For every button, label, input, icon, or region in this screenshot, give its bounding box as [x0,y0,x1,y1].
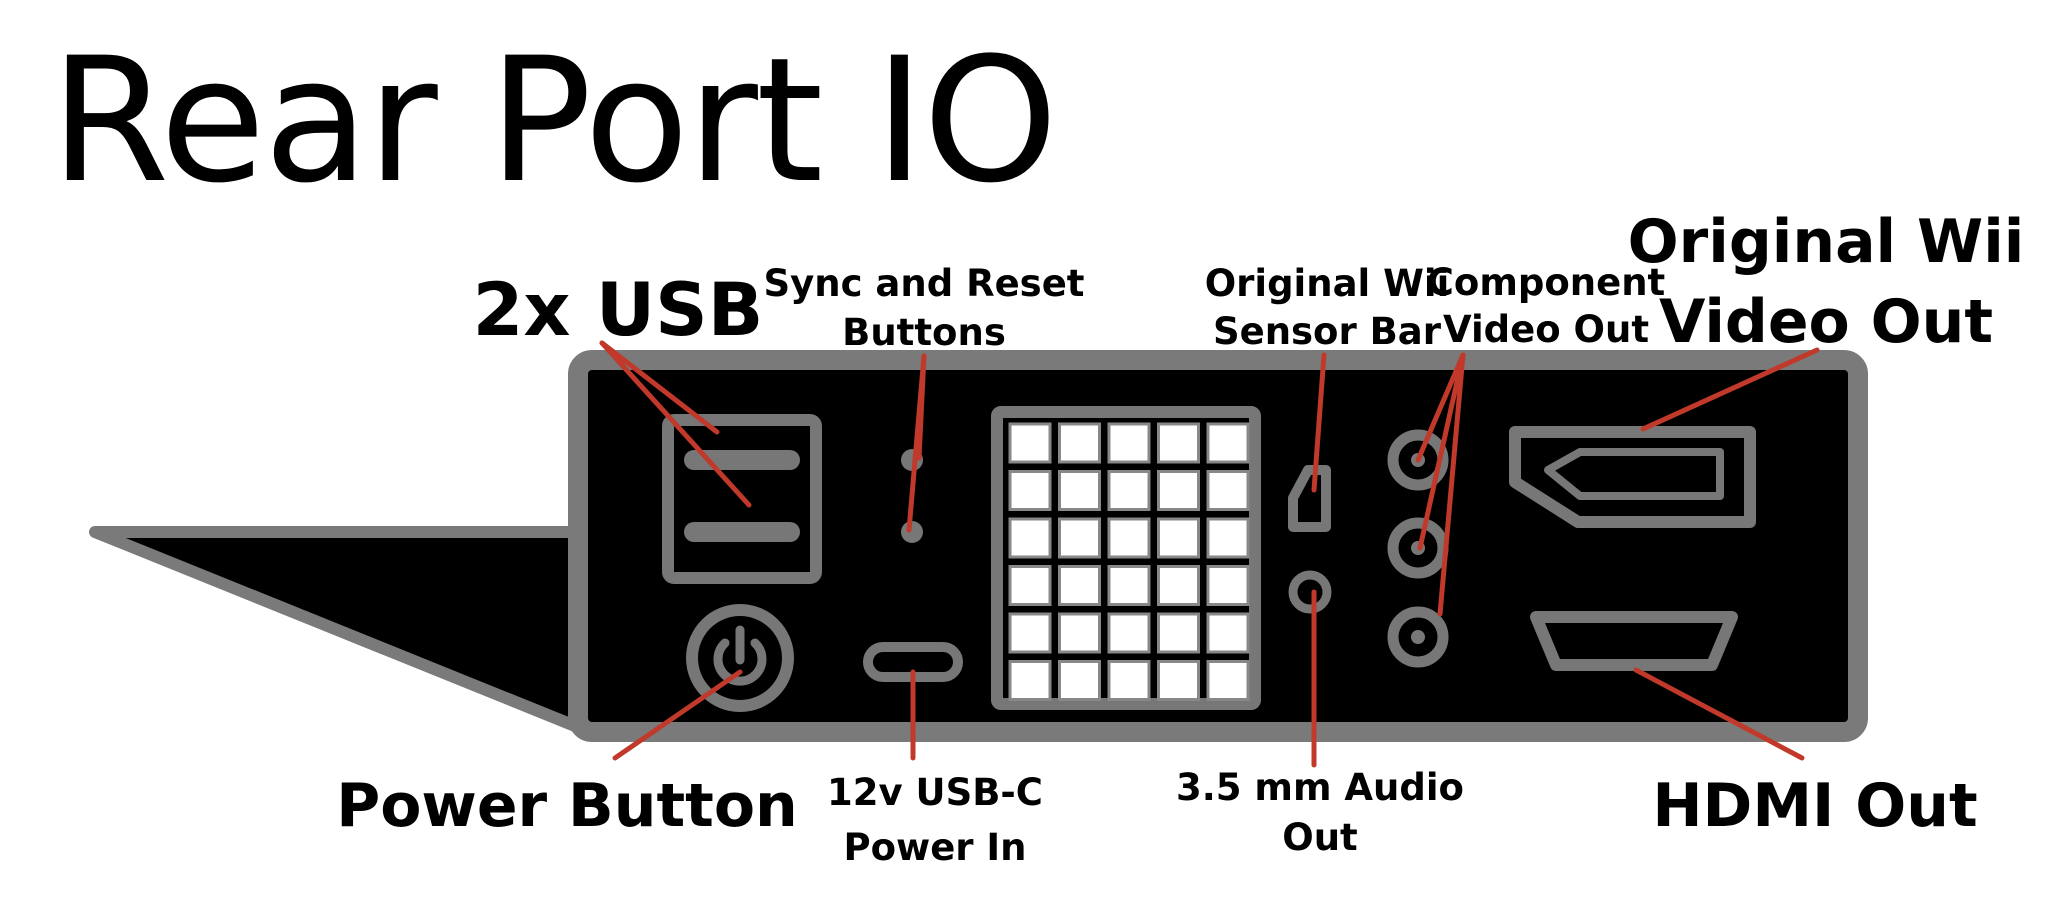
vent-cell [1008,470,1052,511]
console-side-wedge [89,526,586,734]
vent-cell [1107,660,1151,701]
vent-cell [1058,422,1101,464]
leader-lines [599,340,1820,768]
vent-cell [1058,470,1101,511]
label-usb: 2x USB [473,268,764,353]
label-usbc-power-line2: Power In [843,826,1026,869]
vent-cell [1107,565,1151,606]
vent-cell [1008,517,1052,559]
label-sensor-bar-line2: Sensor Bar [1213,310,1442,353]
power-button-icon [686,604,794,712]
sensor-bar-port [1288,465,1331,532]
vent-cell [1206,612,1250,654]
label-component-line1: Component [1427,261,1666,304]
label-power-button: Power Button [336,771,798,841]
vent-cell [1206,565,1250,606]
vent-cell [1157,422,1200,464]
vent-cell [1206,660,1250,701]
label-hdmi-out: HDMI Out [1652,771,1977,841]
label-audio-out-line1: 3.5 mm Audio [1176,766,1464,809]
vent-cell [1107,517,1151,559]
vent-grid [991,406,1261,710]
vent-cell [1008,565,1052,606]
vent-cell [1107,612,1151,654]
label-sync-reset-line1: Sync and Reset [764,262,1085,305]
hdmi-port [1530,611,1738,671]
vent-cell [1107,422,1151,464]
vent-cell [1206,422,1250,464]
vent-cell [1206,470,1250,511]
audio-jack [1288,570,1332,614]
vent-cell [1157,517,1200,559]
label-component-line2: Video Out [1443,308,1649,351]
vent-cell [1008,422,1052,464]
vent-cell [1157,565,1200,606]
label-sync-reset-line2: Buttons [842,311,1006,354]
reset-button [901,521,923,543]
label-sensor-bar-line1: Original Wii [1205,262,1450,305]
vent-cell [1058,660,1101,701]
page-title: Rear Port IO [50,20,1056,221]
vent-cell [1058,612,1101,654]
vent-cell [1008,660,1052,701]
label-usbc-power-line1: 12v USB-C [827,771,1043,814]
vent-cell [1157,470,1200,511]
vent-cell [1157,612,1200,654]
vent-cell [1206,517,1250,559]
wii-video-port [1509,426,1756,528]
label-wii-video-line1: Original Wii [1628,207,2025,277]
vent-cell [1058,565,1101,606]
vent-cell [1107,470,1151,511]
label-audio-out-line2: Out [1282,816,1357,859]
vent-cell [1058,517,1101,559]
label-wii-video-line2: Video Out [1659,287,1993,357]
vent-cell [1157,660,1200,701]
vent-cell [1008,612,1052,654]
